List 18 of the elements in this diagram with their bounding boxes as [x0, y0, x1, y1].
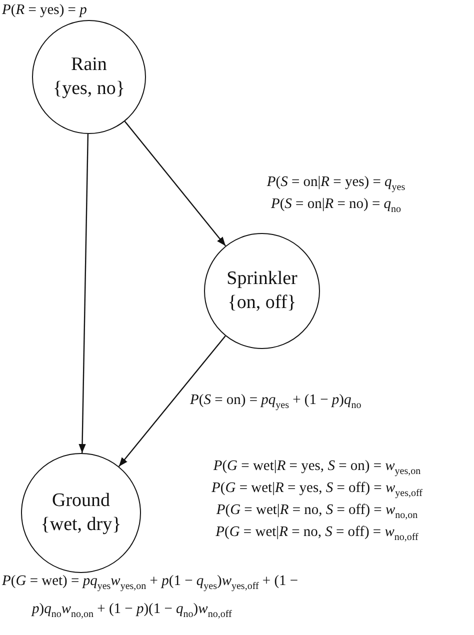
node-name: Rain — [71, 53, 107, 77]
probability-formula: P(S = on|R = yes) = q$_{yes}$ — [266, 173, 406, 195]
probability-formula: P(S = on) = pq$_{yes}$ + (1 − p)q$_{no}$ — [190, 391, 362, 413]
node-name: Ground — [52, 489, 110, 513]
value-set: {on, off} — [228, 291, 296, 315]
value-set: {wet, dry} — [40, 513, 122, 537]
arrow — [118, 336, 226, 467]
arrow — [78, 134, 89, 454]
probability-formula: P(G = wet) = pq$_{yes}$w$_{yes,on}$ + p(1 − q$_{yes}$)w$_{yes,off}$ + (1 − p)q$_{no}$w$_{no,on}$ + (1 − p)(1 − q$_{no}$)w$_{no,off}$ — [2, 572, 300, 622]
probability-formula: P(G = wet|R = yes, S = on) = w$_{yes,on}$ — [212, 457, 422, 479]
probability-formula: P(S = on|R = no) = q$_{no}$ — [270, 195, 402, 217]
probability-formula: P(G = wet|R = no, S = off) = w$_{no,on}$ — [215, 501, 419, 523]
probability-formula: P(R = yes) = p — [2, 1, 88, 20]
value-set: {yes, no} — [52, 77, 126, 101]
node-name: Sprinkler — [226, 267, 298, 291]
probability-formula: P(G = wet|R = yes, S = off) = w$_{yes,off}$ — [210, 479, 424, 501]
arrow — [124, 120, 226, 246]
probability-formula: P(G = wet|R = no, S = off) = w$_{no,off}$ — [214, 523, 420, 545]
